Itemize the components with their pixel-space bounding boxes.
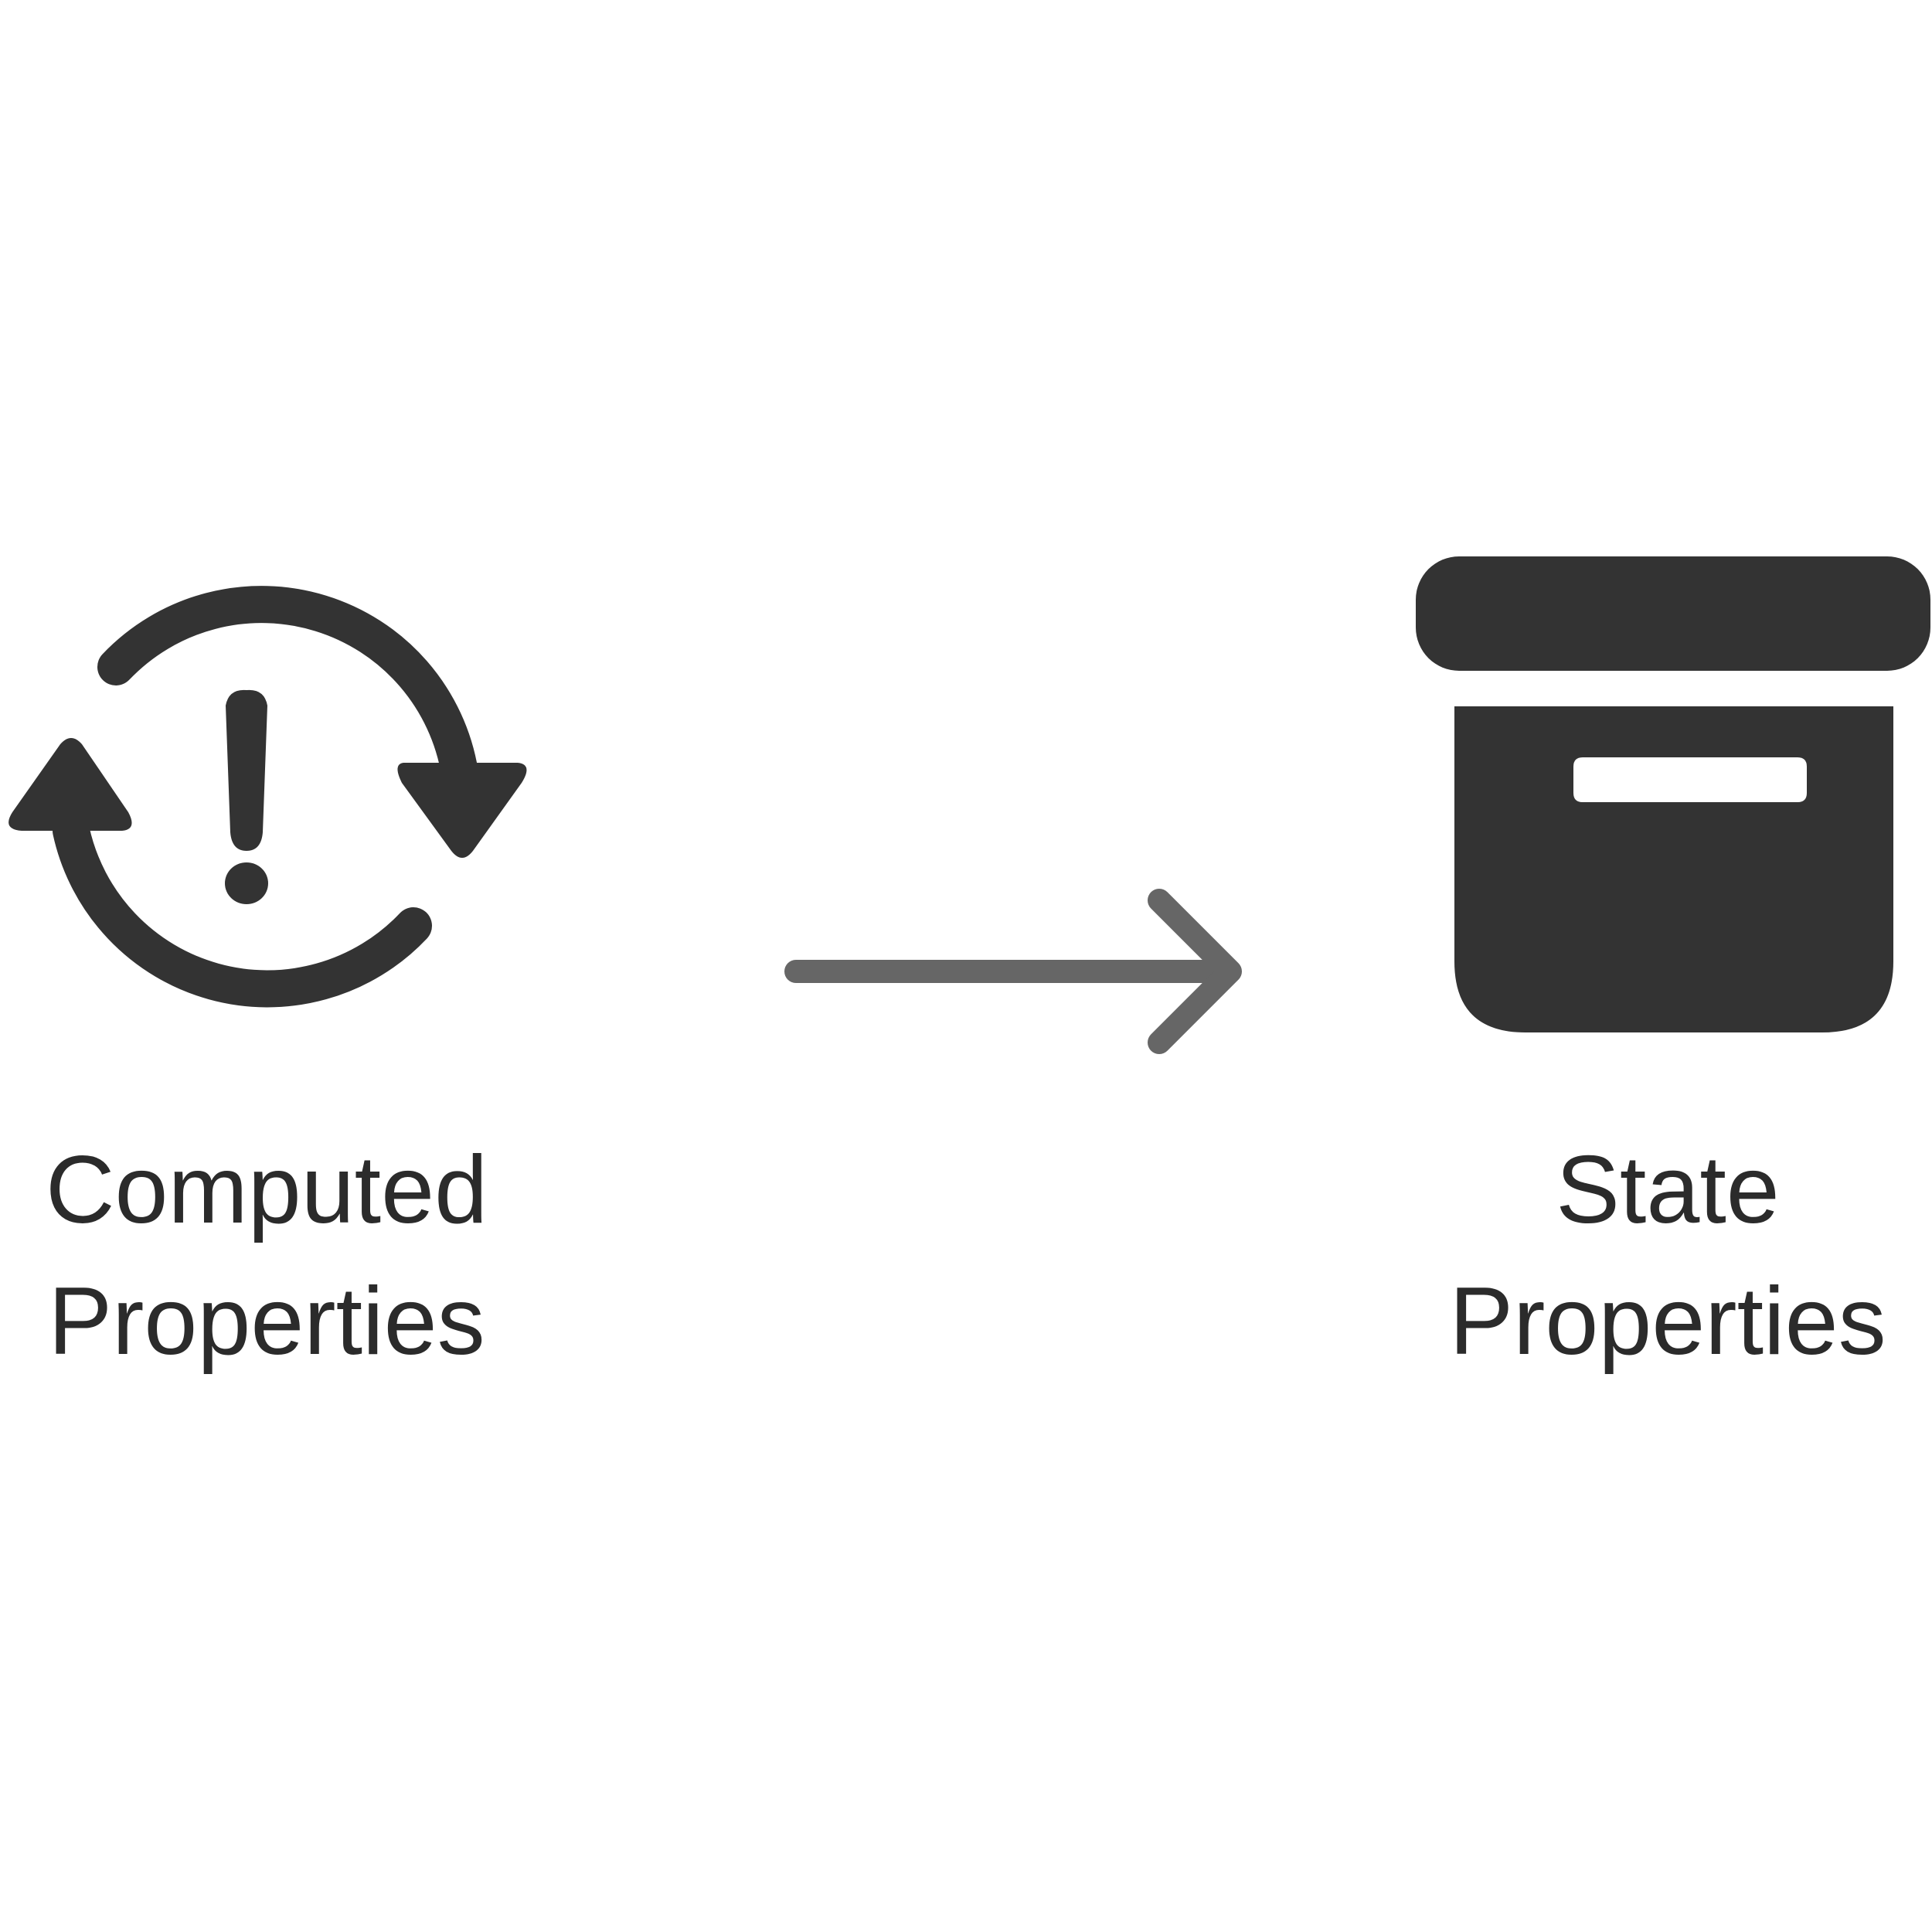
archive-box-icon (1416, 556, 1930, 1032)
computed-properties-label: Computed Properties (0, 1124, 533, 1387)
label-line: Computed (45, 1137, 488, 1243)
arrow-right-icon (784, 889, 1242, 1054)
label-line: Properties (1449, 1268, 1886, 1375)
state-properties-label: State Properties (1405, 1124, 1930, 1387)
label-line: Properties (48, 1268, 485, 1375)
refresh-warning-icon (9, 586, 527, 1008)
label-line: State (1556, 1137, 1780, 1243)
